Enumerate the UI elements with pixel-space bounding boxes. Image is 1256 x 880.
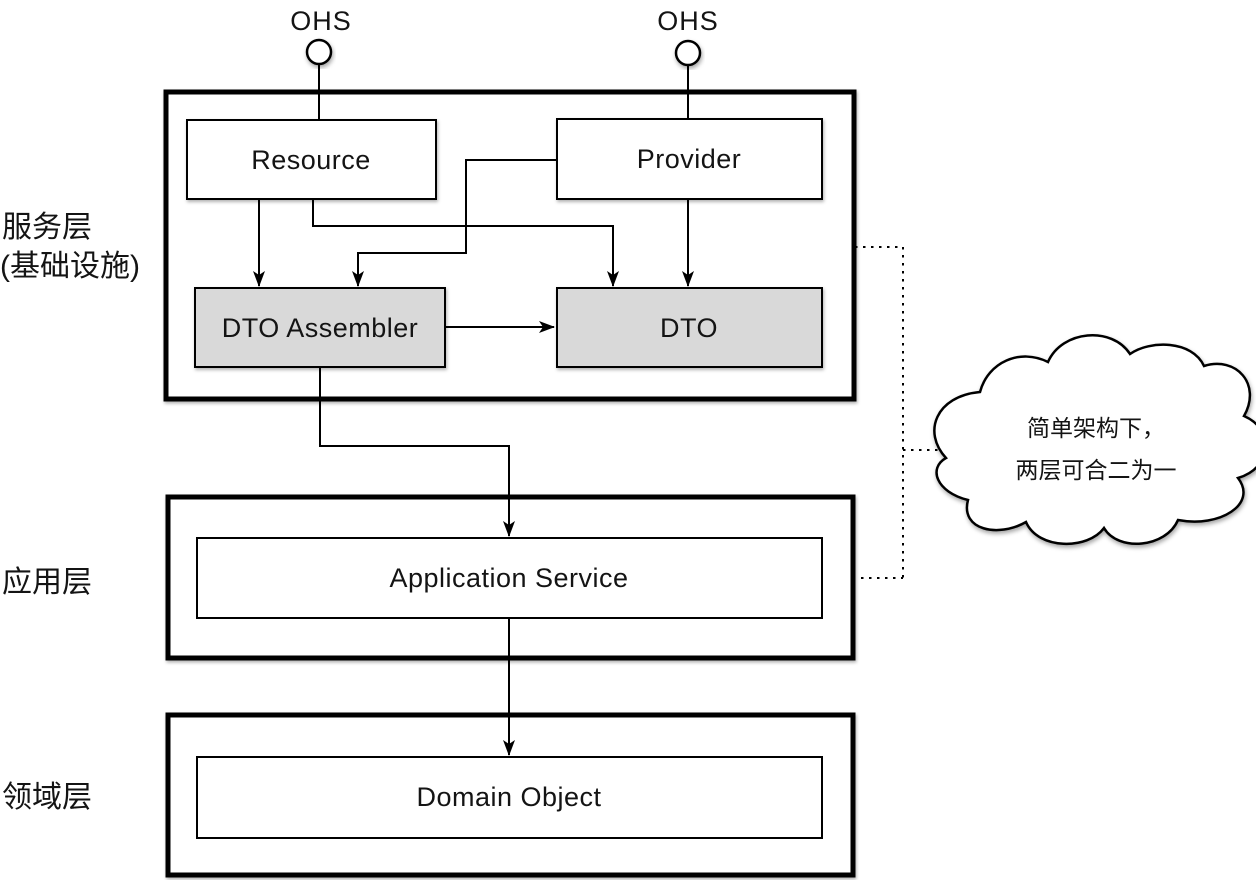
ohs-label-provider: OHS (657, 6, 719, 36)
cloud-text-line-2: 两层可合二为一 (1016, 457, 1177, 483)
cloud-text-line-1: 简单架构下， (1027, 415, 1165, 441)
application-service-box (196, 537, 823, 619)
arrow-provider-to-dto-assembler (352, 159, 557, 287)
arrow-resource-to-dto (312, 199, 619, 287)
resource-box (186, 119, 437, 200)
domain-layer-label: 领域层 (2, 781, 92, 814)
service-layer-label-line-2: (基础设施) (0, 250, 140, 283)
ohs-lollipop-circle-provider (674, 39, 702, 67)
ohs-label-resource: OHS (290, 6, 352, 36)
application-layer-label: 应用层 (2, 566, 92, 599)
ohs-lollipop-circle-resource (305, 38, 333, 66)
dto-assembler-box (194, 287, 446, 368)
provider-box (556, 118, 823, 200)
domain-object-label: Domain Object (416, 782, 601, 812)
dto-label: DTO (660, 313, 718, 343)
service-layer-label-line-1: 服务层 (2, 211, 92, 244)
domain-object-box (196, 756, 823, 839)
dto-box (556, 287, 823, 368)
arrow-dto-assembler-to-application-service (319, 367, 515, 537)
dto-assembler-label: DTO Assembler (222, 313, 419, 343)
resource-label: Resource (251, 145, 371, 175)
cloud-callout (933, 334, 1256, 546)
application-service-label: Application Service (389, 563, 628, 593)
provider-label: Provider (637, 144, 742, 174)
